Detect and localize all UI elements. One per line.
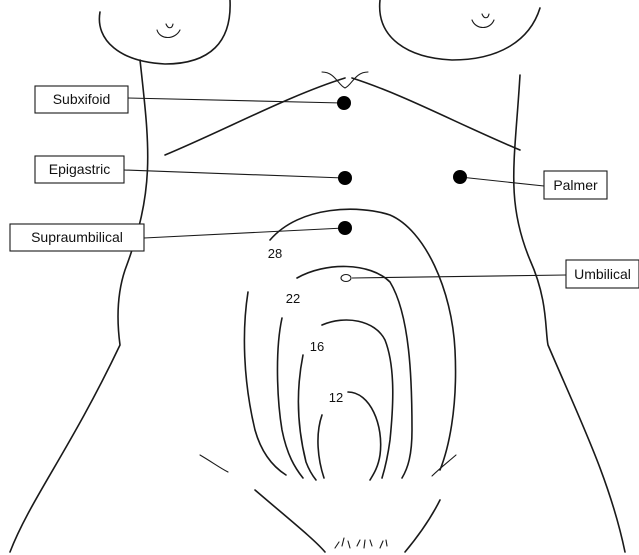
left-costal-margin (165, 78, 345, 155)
label-umbilical-text: Umbilical (574, 266, 631, 282)
torso (10, 60, 625, 552)
leader-epigastric (124, 170, 344, 178)
label-palmer-text: Palmer (553, 177, 598, 193)
fundal-number-28: 28 (268, 246, 282, 261)
left-inguinal-line (200, 455, 228, 472)
xiphoid-notch (322, 72, 368, 88)
right-torso-side (514, 75, 625, 552)
epigastric-dot (338, 171, 352, 185)
label-epigastric-text: Epigastric (49, 161, 110, 177)
palmer-dot (453, 170, 467, 184)
label-epigastric: Epigastric (35, 156, 124, 183)
fundal-height-numbers: 28 22 16 12 (268, 246, 343, 405)
label-umbilical: Umbilical (566, 260, 639, 288)
pubic-hair (335, 538, 387, 548)
fundal-number-22: 22 (286, 291, 300, 306)
supraumbilical-dot (338, 221, 352, 235)
subxifoid-dot (337, 96, 351, 110)
left-nipple (157, 24, 180, 38)
label-subxifoid: Subxifoid (35, 86, 128, 113)
left-breast-outline (99, 0, 230, 64)
breasts (99, 0, 540, 64)
fundal-number-12: 12 (329, 390, 343, 405)
leader-supraumbilical (144, 228, 344, 238)
label-supraumbilical: Supraumbilical (10, 224, 144, 251)
left-torso-side (10, 60, 148, 552)
leader-lines (124, 98, 566, 278)
fundal-number-16: 16 (310, 339, 324, 354)
label-supraumbilical-text: Supraumbilical (31, 229, 123, 245)
right-thigh-curve (405, 500, 440, 552)
left-thigh-curve (255, 490, 325, 552)
label-subxifoid-text: Subxifoid (53, 91, 111, 107)
right-nipple (472, 14, 494, 28)
fundal-curve-12 (318, 392, 381, 480)
leader-palmer (460, 177, 544, 186)
label-palmer: Palmer (544, 171, 607, 199)
right-breast-outline (380, 0, 540, 60)
leader-subxifoid (128, 98, 342, 103)
umbilicus (341, 275, 351, 282)
right-costal-margin (352, 78, 520, 150)
